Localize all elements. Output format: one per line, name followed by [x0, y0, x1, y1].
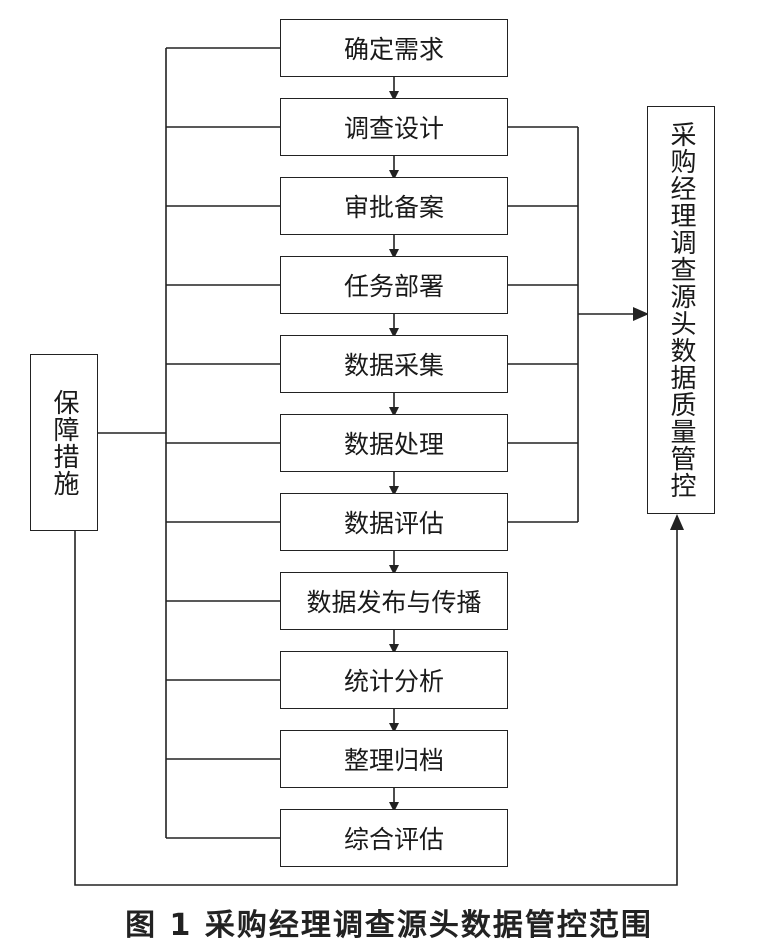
step-label: 综合评估: [343, 825, 444, 854]
step-box-10: 整理归档: [280, 730, 508, 788]
feedback-loop: [74, 514, 684, 886]
quality-control-box: 采购经理调查源头数据质量管控: [647, 106, 715, 514]
figure-caption: 图 1 采购经理调查源头数据管控范围: [125, 908, 653, 943]
step-box-7: 数据评估: [280, 493, 508, 551]
step-box-6: 数据处理: [280, 414, 508, 472]
quality-control-label: 采购经理调查源头数据质量管控: [666, 121, 696, 499]
safeguard-measures-label: 保障措施: [49, 388, 79, 497]
connector-lines: [74, 47, 684, 886]
step-label: 调查设计: [343, 114, 444, 143]
step-label: 数据采集: [343, 351, 444, 380]
step-label: 数据评估: [343, 509, 444, 538]
step-label: 数据处理: [343, 430, 444, 459]
step-label: 任务部署: [343, 272, 444, 301]
step-box-5: 数据采集: [280, 335, 508, 393]
step-box-2: 调查设计: [280, 98, 508, 156]
step-box-9: 统计分析: [280, 651, 508, 709]
step-label: 统计分析: [343, 667, 444, 696]
step-box-1: 确定需求: [280, 19, 508, 77]
step-label: 数据发布与传播: [306, 588, 482, 617]
step-label: 审批备案: [343, 193, 444, 222]
step-box-11: 综合评估: [280, 809, 508, 867]
step-box-3: 审批备案: [280, 177, 508, 235]
step-box-8: 数据发布与传播: [280, 572, 508, 630]
step-box-4: 任务部署: [280, 256, 508, 314]
step-label: 确定需求: [343, 35, 444, 64]
safeguard-measures-box: 保障措施: [30, 354, 98, 531]
step-label: 整理归档: [343, 746, 444, 775]
